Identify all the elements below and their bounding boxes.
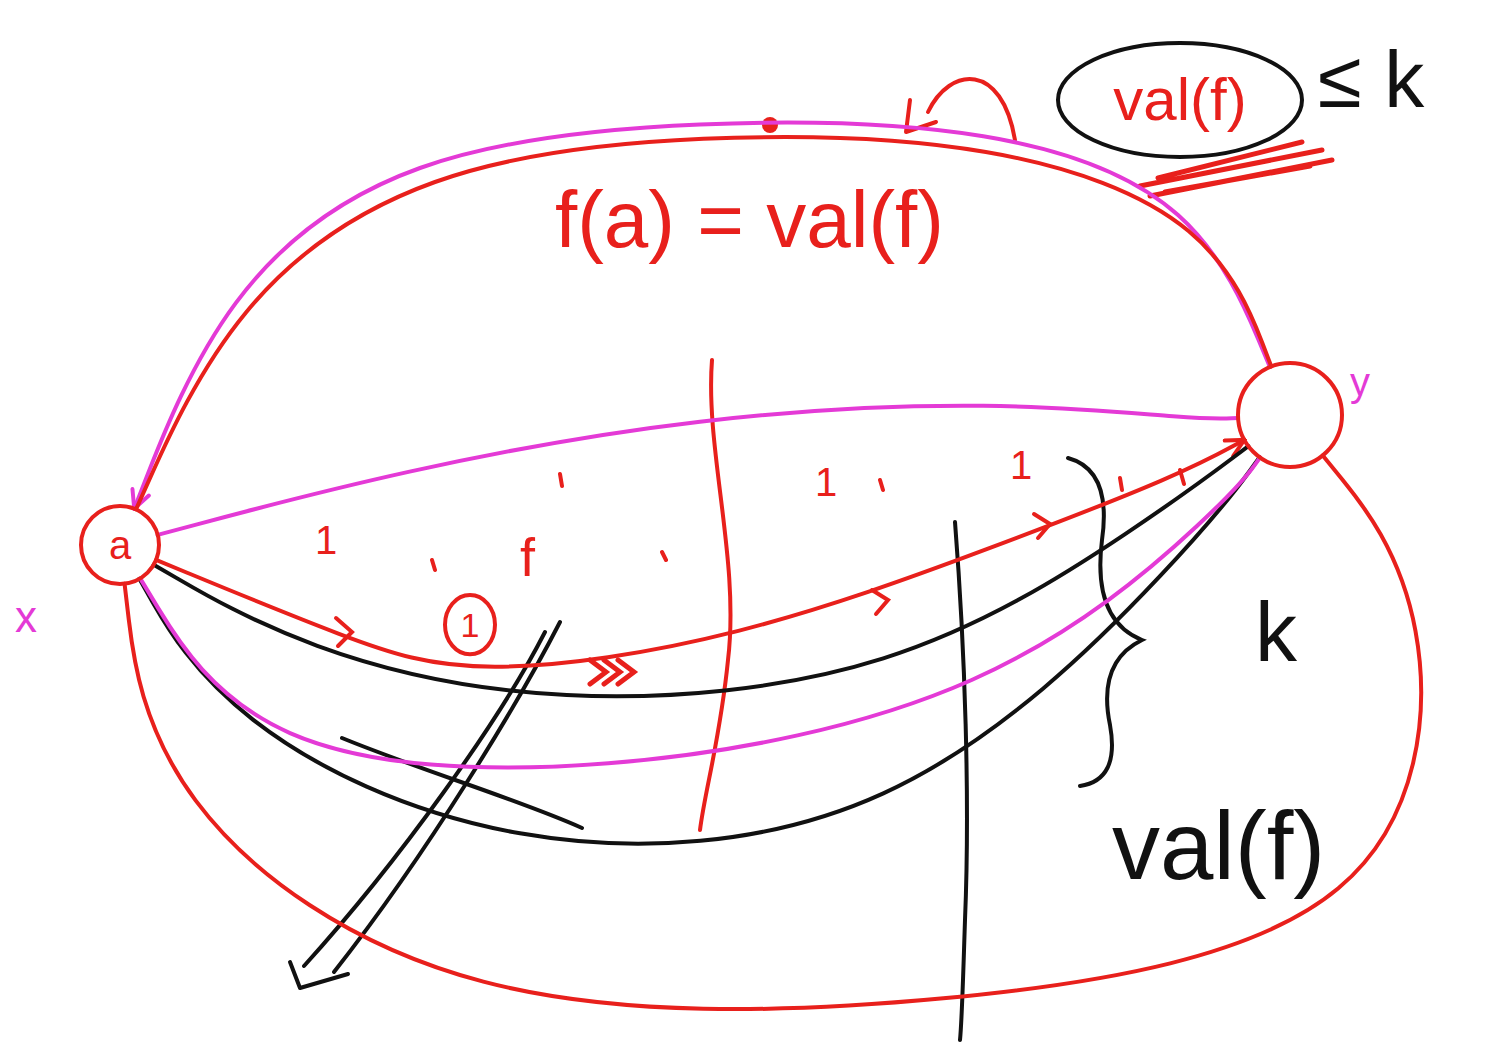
label-anchor: 1 [815, 462, 837, 502]
flow-unit: 1 [315, 520, 337, 560]
variable-note: k [1255, 590, 1297, 674]
flow-chevron [872, 590, 888, 614]
flow-curve [156, 440, 1244, 667]
node-outline [1235, 360, 1345, 470]
node-label: y [1350, 362, 1370, 402]
node-text-wrap: 1 [461, 608, 480, 642]
flow-unit: 1 [815, 462, 837, 502]
sketch-stroke [342, 738, 582, 828]
node-text-wrap: val(f) [1113, 70, 1246, 130]
flow-curve [154, 446, 1249, 696]
outside-label-anchor: x [15, 595, 37, 639]
flow-chevron [590, 660, 634, 684]
dot [762, 117, 778, 133]
label-anchor: 1 [315, 520, 337, 560]
node-text: val(f) [1113, 70, 1246, 130]
leader-line [334, 622, 560, 972]
cut-line [700, 360, 731, 830]
label-anchor: f [520, 530, 535, 584]
flow-curve [140, 457, 1260, 767]
node-text-wrap: a [109, 525, 131, 565]
value-note: val(f) [1112, 798, 1325, 894]
bound-note: ≤ k [1318, 40, 1424, 120]
circled-number: 1 [442, 592, 498, 657]
sink-circle: y [1235, 360, 1345, 470]
leader-mark [290, 962, 348, 988]
flow-curve [139, 457, 1259, 844]
node-text: 1 [461, 608, 480, 642]
label-anchor: val(f) [1112, 798, 1325, 894]
node-text: a [109, 525, 131, 565]
label-anchor: 1 [1010, 445, 1032, 485]
node-ellipse [445, 595, 495, 654]
node-ellipse [1238, 363, 1342, 467]
flow-curve [125, 455, 1421, 1009]
node-ellipse [1058, 43, 1302, 157]
equation-note: f(a) = val(f) [555, 180, 944, 260]
label-anchor: k [1255, 590, 1297, 674]
flow-curve [136, 137, 1271, 509]
flow-unit: 1 [1010, 445, 1032, 485]
outside-label-anchor: y [1350, 362, 1370, 402]
label-anchor: ≤ k [1318, 40, 1424, 120]
label-anchor: f(a) = val(f) [555, 180, 944, 260]
source-circle: ax [78, 503, 162, 587]
tick-mark [432, 470, 1184, 570]
cut-line [955, 522, 967, 1040]
flow-symbol: f [520, 530, 535, 584]
node-ellipse [81, 506, 159, 584]
node-label: x [15, 595, 37, 639]
circled-value: val(f) [1055, 40, 1305, 160]
